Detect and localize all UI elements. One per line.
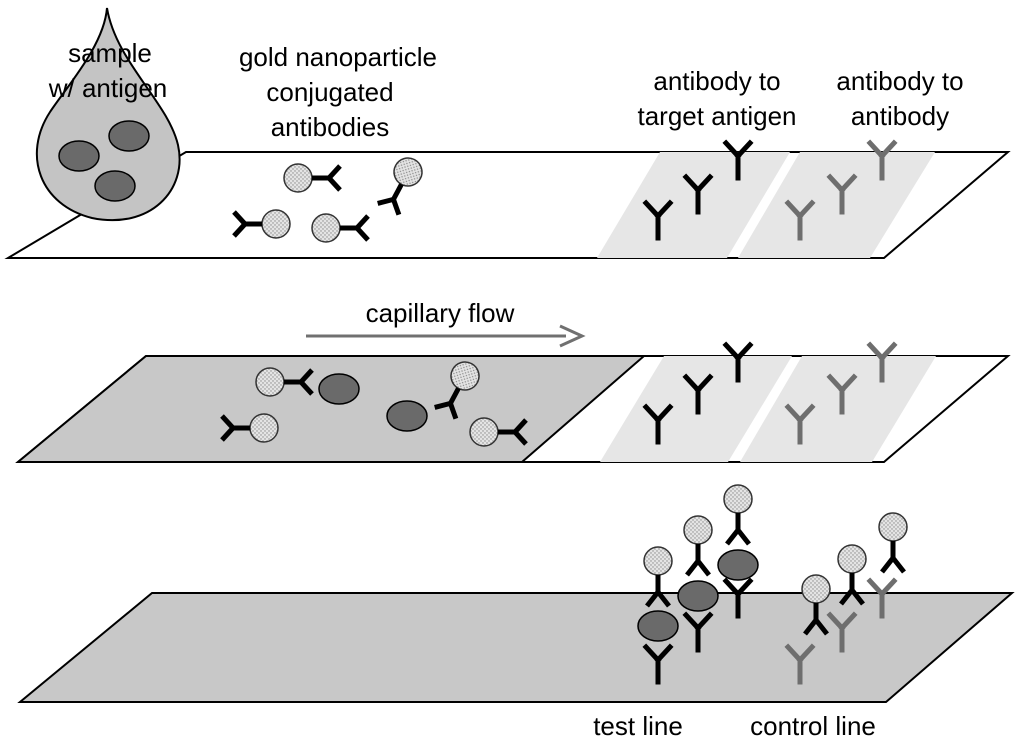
gold-label-line2: conjugated [266, 77, 393, 107]
antigen [637, 610, 679, 642]
antigen [717, 549, 759, 581]
sample-label-line1: sample [68, 38, 152, 68]
flow-label: capillary flow [366, 298, 515, 328]
test-line-label: test line [593, 711, 683, 741]
anti-label-line2: antibody [851, 101, 949, 131]
stage-3-result-strip: test line control line [17, 485, 1015, 741]
gold-conjugate [724, 485, 752, 544]
sample-drop [35, 7, 181, 222]
anti-label-line1: antibody to [836, 66, 963, 96]
target-label-line2: target antigen [637, 101, 796, 131]
gold-label-line1: gold nanoparticle [239, 42, 437, 72]
sample-label-line2: w/ antigen [48, 73, 168, 103]
antigen [318, 373, 360, 405]
flowing-complexes-2 [222, 357, 526, 446]
antigen [677, 580, 719, 612]
control-line-label: control line [750, 711, 876, 741]
flow-arrowhead [559, 324, 586, 348]
antigen [108, 120, 150, 152]
gold-label-line3: antibodies [271, 112, 390, 142]
antigen [58, 140, 100, 172]
antigen [94, 170, 136, 202]
gold-conjugate [879, 513, 907, 572]
target-label-line1: antibody to [653, 66, 780, 96]
gold-conjugate [684, 516, 712, 575]
control-band-1 [738, 152, 935, 258]
stage-2-flow-strip: capillary flow [15, 298, 1011, 463]
test-line-complexes [637, 485, 759, 682]
stage-1-dry-strip: sample w/ antigen gold nanoparticle conj… [4, 7, 1011, 259]
control-band-2 [740, 356, 936, 462]
antigen [386, 400, 428, 432]
strip-3 [17, 592, 1015, 703]
test-band-1 [597, 152, 790, 258]
